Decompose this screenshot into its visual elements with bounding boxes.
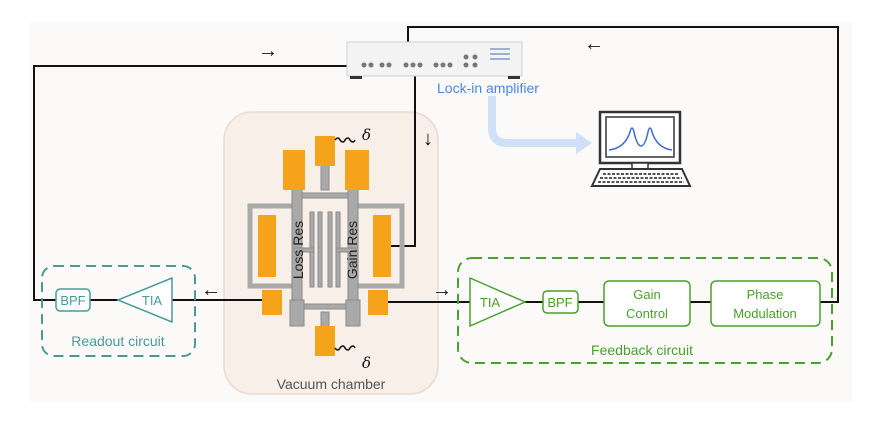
arrow-down-icon: ↓ — [423, 128, 433, 150]
mems-device — [247, 136, 405, 356]
wire-lockin-to-gain-res — [380, 66, 416, 247]
pad-bottom-right — [368, 290, 388, 315]
feedback-tia-label: TIA — [480, 295, 501, 310]
pad-bottom-center — [315, 326, 335, 356]
readout-circuit — [41, 265, 196, 357]
wire-lockin-to-readout — [33, 65, 362, 301]
gain-control-label-2: Control — [626, 306, 668, 321]
gain-control-label-1: Gain — [633, 287, 660, 302]
readout-bpf-block — [55, 288, 91, 312]
delta-top-label: δ — [362, 126, 371, 144]
pad-loss-res — [258, 215, 276, 277]
wires — [33, 26, 839, 303]
vacuum-chamber-label: Vacuum chamber — [277, 376, 386, 392]
computer-monitor-icon — [590, 110, 692, 187]
feedback-bpf-block — [542, 290, 579, 314]
phase-modulation-label-1: Phase — [747, 287, 784, 302]
readout-bpf-label: BPF — [60, 293, 85, 308]
arrow-right-icon: → — [432, 279, 452, 301]
arrow-left-icon: ← — [201, 279, 221, 301]
phase-modulation-label-2: Modulation — [733, 306, 797, 321]
background-panel — [30, 22, 852, 402]
readout-tia-amplifier — [116, 276, 173, 324]
feedback-bpf-label: BPF — [547, 295, 572, 310]
lock-in-amplifier — [346, 41, 523, 79]
pad-top-left — [283, 150, 305, 190]
gain-res-label: Gain Res — [344, 221, 360, 279]
loss-res-label: Loss Res — [290, 221, 306, 279]
feedback-tia-amplifier — [469, 276, 527, 328]
gain-control-block — [603, 280, 691, 327]
pad-bottom-left — [262, 290, 282, 315]
data-flow-arrowhead-icon — [576, 132, 592, 154]
feedback-circuit-label: Feedback circuit — [591, 342, 693, 358]
wire-feedback-to-lockin — [407, 26, 839, 303]
lock-in-amplifier-label: Lock-in amplifier — [437, 80, 539, 96]
arrow-right-icon: → — [258, 40, 278, 62]
pad-top-right — [345, 150, 369, 190]
arrow-left-icon: ← — [584, 33, 604, 55]
delta-bottom-label: δ — [362, 354, 371, 372]
data-flow-arrow — [488, 96, 578, 147]
feedback-circuit — [457, 257, 833, 364]
phase-modulation-block — [710, 280, 821, 327]
pad-top-center — [315, 136, 335, 166]
pad-gain-res — [373, 215, 391, 277]
readout-circuit-label: Readout circuit — [71, 333, 164, 349]
readout-tia-label: TIA — [142, 293, 163, 308]
